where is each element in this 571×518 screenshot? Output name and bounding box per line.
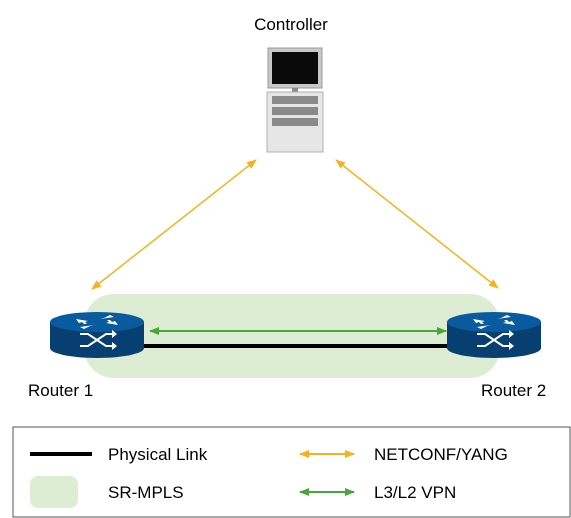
netconf-arrow-router1: [91, 159, 257, 290]
controller-label: Controller: [254, 15, 328, 34]
router-icon: [49, 311, 145, 359]
legend-vpn-label: L3/L2 VPN: [374, 483, 456, 502]
netconf-arrow-router2: [335, 159, 499, 289]
legend-sr-mpls-label: SR-MPLS: [108, 483, 184, 502]
legend-physical-link-label: Physical Link: [108, 445, 208, 464]
router2-label: Router 2: [481, 381, 546, 400]
router-icon: [446, 311, 542, 359]
router1-label: Router 1: [28, 381, 93, 400]
sr-mpls-region: [84, 294, 500, 378]
legend: Physical Link SR-MPLS NETCONF/YANG L3/L2…: [12, 426, 571, 518]
legend-sr-mpls-swatch: [30, 476, 78, 508]
legend-netconf-label: NETCONF/YANG: [374, 445, 508, 464]
server-computer-icon: [266, 47, 324, 153]
